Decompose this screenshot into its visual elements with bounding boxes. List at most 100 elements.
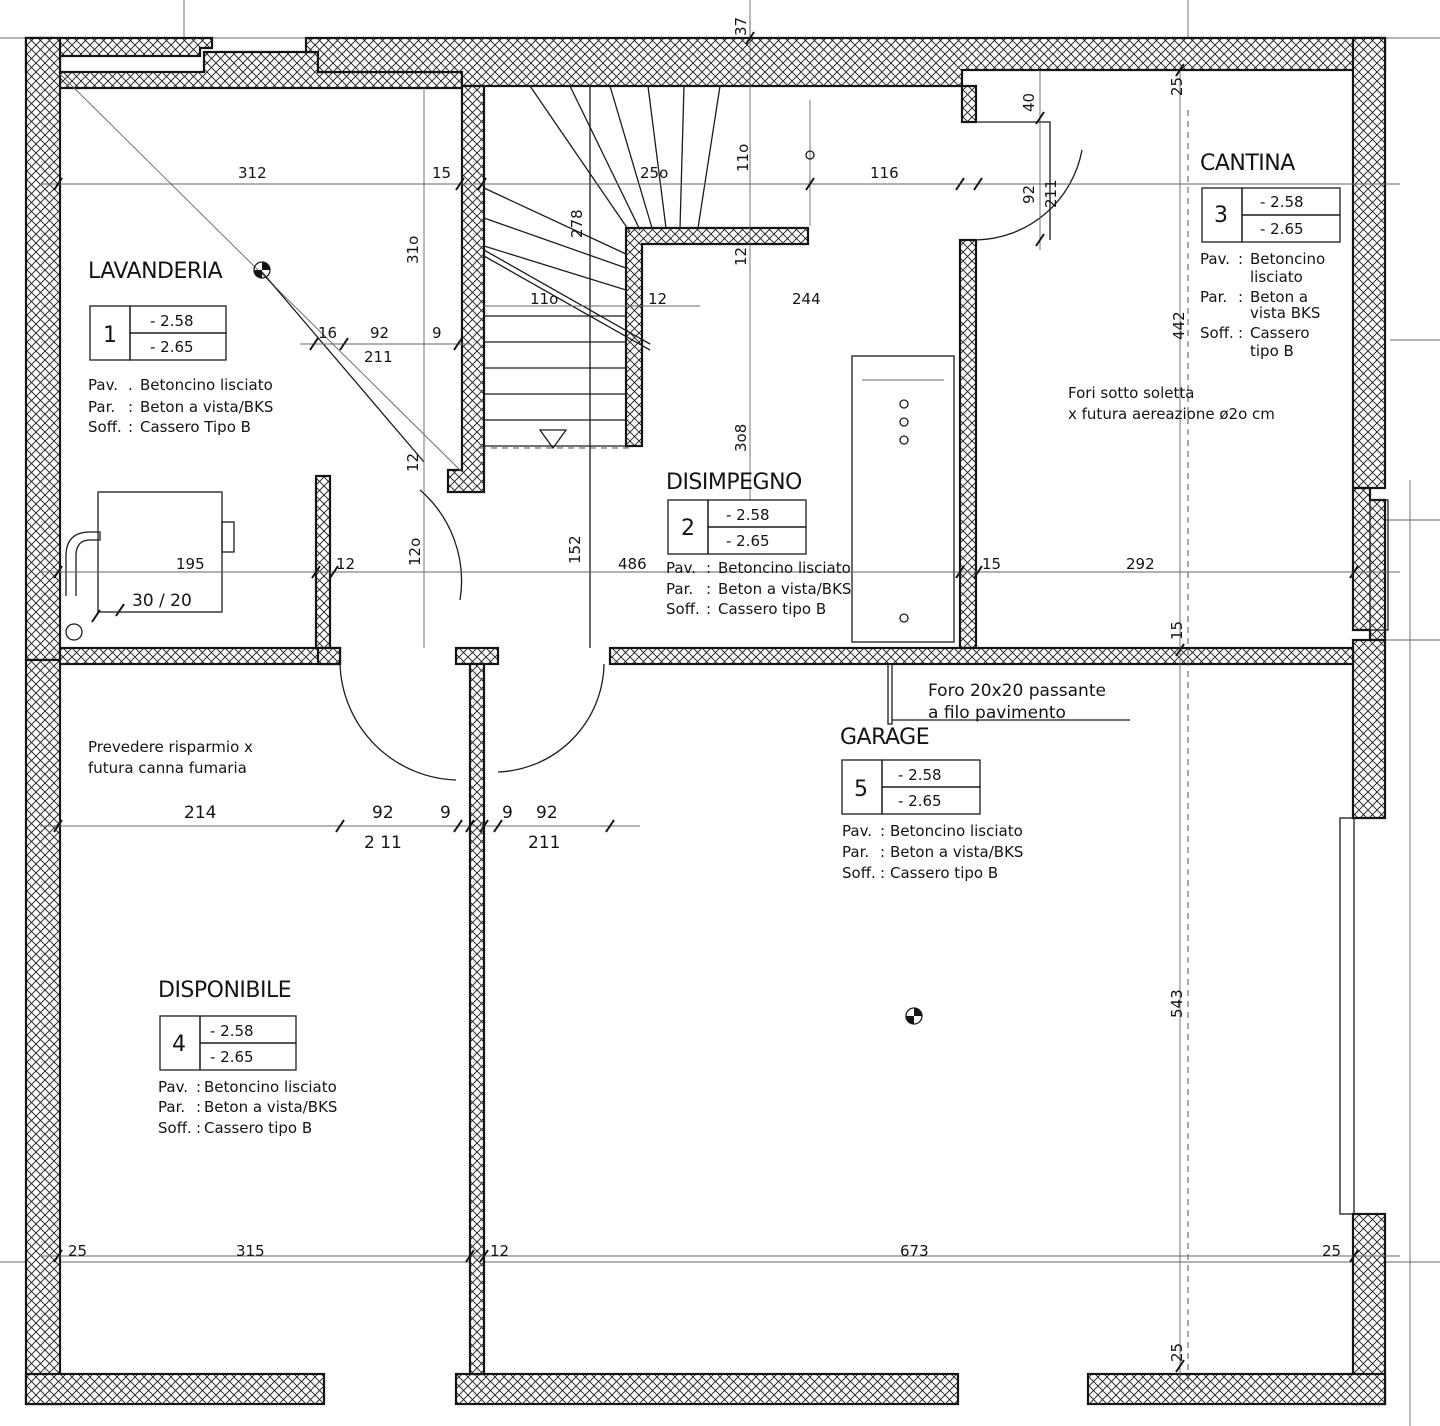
dimension-label: 40: [1020, 93, 1038, 112]
finish-value: Beton a vista/BKS: [890, 843, 1023, 861]
finish-sep: :: [706, 580, 711, 598]
finish-value: Cassero Tipo B: [140, 418, 251, 436]
dimension-label: 25: [68, 1242, 87, 1260]
doors: [339, 121, 1389, 1215]
dimension-label: 37: [732, 17, 750, 36]
dimension-label: 25: [1168, 77, 1186, 96]
dimension-label: 3o8: [732, 424, 750, 452]
dimension-label: 25o: [640, 164, 668, 182]
dimension-label: 12: [490, 1242, 509, 1260]
room-name-cantina: CANTINA: [1200, 151, 1295, 176]
room-name-garage: GARAGE: [840, 725, 929, 750]
lavanderia-fixtures: [59, 73, 463, 648]
room-number: 2: [681, 516, 695, 541]
dimension-label: 25: [1168, 1343, 1186, 1362]
finish-label: Soff.: [158, 1119, 192, 1137]
level-top: - 2.58: [210, 1022, 254, 1040]
dimension-label: 152: [566, 535, 584, 564]
finishes-list: Pav. . Betoncino lisciato Par. : Beton a…: [88, 376, 273, 436]
wall-left-upper: [24, 36, 62, 662]
finish-sep: :: [1238, 250, 1243, 268]
finish-value: Beton a vista/BKS: [140, 398, 273, 416]
wall-disp-garage: [468, 662, 486, 1376]
dimension-label: 92: [1020, 185, 1038, 204]
dimension-label: 214: [184, 803, 216, 823]
finish-value: Betoncino lisciato: [890, 822, 1023, 840]
finish-sep: .: [128, 376, 133, 394]
finishes-list: Pav. : Betoncino lisciato Par. : Beton a…: [666, 559, 851, 618]
level-bottom: - 2.65: [210, 1048, 254, 1066]
wall-bottom-right: [1086, 1372, 1387, 1406]
finish-label: Pav.: [842, 822, 872, 840]
level-top: - 2.58: [1260, 193, 1304, 211]
finish-value: Cassero tipo B: [890, 864, 998, 882]
wall-stair-left: [446, 84, 486, 494]
finish-value: Beton a vista/BKS: [718, 580, 851, 598]
wall-mid-center: [608, 646, 1355, 666]
level-bottom: - 2.65: [898, 792, 942, 810]
finish-label: Soff.: [666, 600, 700, 618]
dimension-label: 12: [648, 290, 667, 308]
finish-label: Soff.: [88, 418, 122, 436]
dimension-label: 315: [236, 1242, 265, 1260]
finish-sep: :: [880, 864, 885, 882]
wall-cantina-left-top: [960, 84, 978, 124]
finish-value: Betoncino: [1250, 250, 1325, 268]
stair-lines: [480, 85, 721, 648]
finish-value: Cassero tipo B: [204, 1119, 312, 1137]
dimension-label: 12: [404, 453, 422, 472]
dimension-label: 12: [336, 555, 355, 573]
wall-right-mid: [1351, 638, 1387, 820]
level-top: - 2.58: [150, 312, 194, 330]
room-disimpegno: DISIMPEGNO 2 - 2.58 - 2.65 Pav. : Betonc…: [666, 470, 851, 618]
exterior-walls: [24, 36, 1387, 1406]
finish-label: Par.: [158, 1098, 185, 1116]
dimension-label: 211: [364, 348, 393, 366]
dimension-label: 11o: [530, 290, 558, 308]
wall-lav-bottom-stub: [316, 646, 342, 666]
room-name-lavanderia: LAVANDERIA: [88, 259, 223, 284]
room-name-disponibile: DISPONIBILE: [158, 978, 291, 1003]
note-foro-2: a filo pavimento: [928, 703, 1066, 723]
dimension-label: 292: [1126, 555, 1155, 573]
finish-value-cont: vista BKS: [1250, 304, 1320, 322]
dimension-label: 9: [440, 803, 451, 823]
wall-right-recess: [1351, 486, 1387, 642]
dimension-label: 673: [900, 1242, 929, 1260]
dimension-label: 486: [618, 555, 647, 573]
dimension-label: 2 11: [364, 833, 402, 853]
dimension-label: 92: [372, 803, 394, 823]
wall-lavanderia-right: [314, 474, 332, 650]
finish-sep: :: [1238, 288, 1243, 306]
dimension-label: 116: [870, 164, 899, 182]
dimension-label: 16: [318, 324, 337, 342]
wall-bottom-center: [454, 1372, 960, 1406]
wall-lav-bottom: [58, 646, 342, 666]
finish-value: Cassero tipo B: [718, 600, 826, 618]
dimension-label: 244: [792, 290, 821, 308]
level-top: - 2.58: [898, 766, 942, 784]
dimension-label: 92: [370, 324, 389, 342]
finish-sep: :: [128, 398, 133, 416]
room-cantina: CANTINA 3 - 2.58 - 2.65 Pav. : Betoncino…: [1068, 151, 1341, 423]
dimension-label: 92: [536, 803, 558, 823]
dimension-label: 15: [982, 555, 1001, 573]
finish-sep: :: [706, 600, 711, 618]
flue-size-label: 30 / 20: [132, 591, 192, 611]
dimension-label: 12o: [406, 538, 424, 566]
finish-value: Beton a vista/BKS: [204, 1098, 337, 1116]
level-bottom: - 2.65: [726, 532, 770, 550]
finish-sep: :: [1238, 324, 1243, 342]
room-number: 5: [854, 777, 868, 802]
dimension-lines: [40, 20, 1400, 1390]
finish-label: Pav.: [158, 1078, 188, 1096]
finish-label: Par.: [88, 398, 115, 416]
finish-label: Soff.: [842, 864, 876, 882]
dimension-label: 211: [528, 833, 560, 853]
dimension-label: 9: [502, 803, 513, 823]
dimension-label: 211: [1042, 179, 1060, 208]
finish-value-cont: lisciato: [1250, 268, 1303, 286]
wall-right-lower: [1351, 1212, 1387, 1406]
dimension-label: 312: [238, 164, 267, 182]
